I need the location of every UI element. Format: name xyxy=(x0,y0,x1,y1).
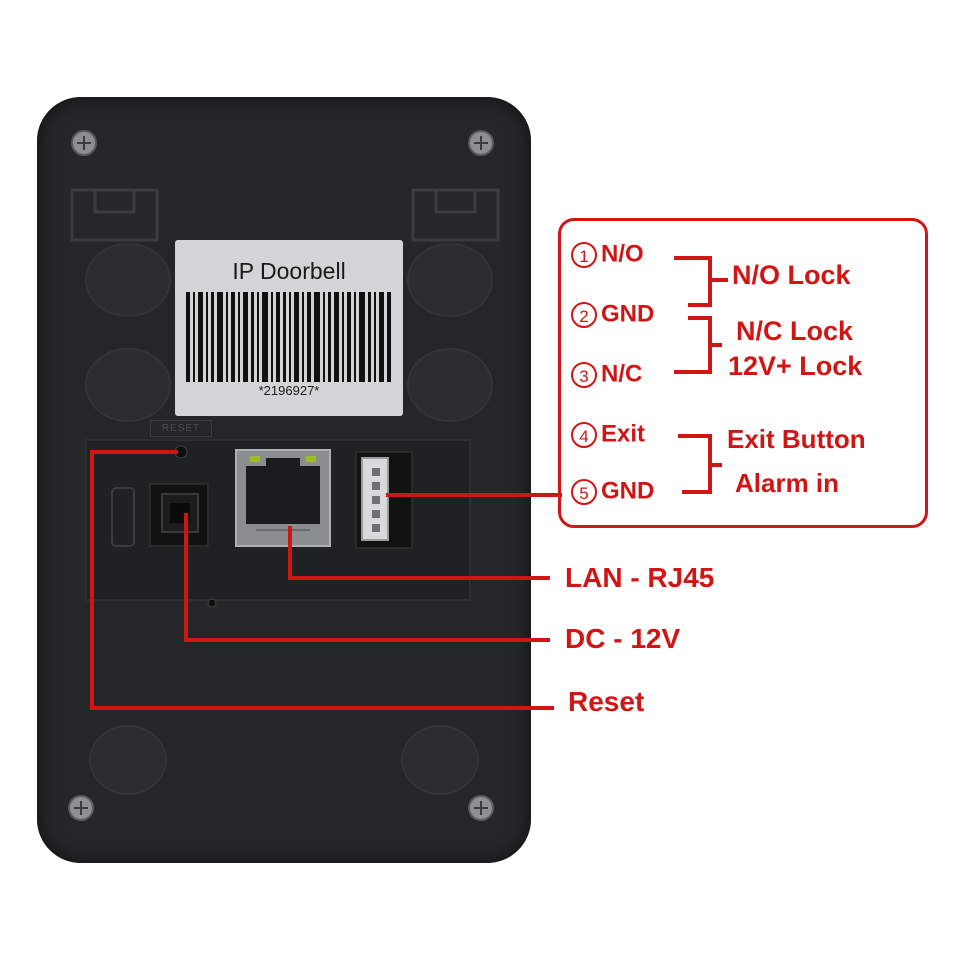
pin-number: 1 xyxy=(571,242,597,268)
callout-dc: DC - 12V xyxy=(565,623,681,654)
pin-name: N/C xyxy=(601,360,643,388)
pin-number: 2 xyxy=(571,302,597,328)
mounting-tab xyxy=(411,188,500,242)
pin-number: 3 xyxy=(571,362,597,388)
terminal-pinout-panel xyxy=(558,218,928,528)
mounting-hole xyxy=(85,243,493,795)
pin-name: Exit xyxy=(601,420,646,448)
label-serial: *2196927* xyxy=(258,383,320,398)
pin-name: N/O xyxy=(601,240,644,268)
pin-number: 5 xyxy=(571,479,597,505)
callout-reset: Reset xyxy=(568,686,645,717)
screw-icon xyxy=(68,795,94,821)
function-exit-button: Exit Button xyxy=(727,424,866,454)
terminal-header xyxy=(355,451,413,549)
label-title: IP Doorbell xyxy=(232,258,346,284)
function-12v-lock: 12V+ Lock xyxy=(728,351,863,381)
screw-icon xyxy=(71,130,97,156)
reset-tag: RESET xyxy=(150,420,212,437)
function-nc-lock: N/C Lock xyxy=(736,316,854,346)
rj45-port xyxy=(235,449,331,547)
reset-hole xyxy=(174,445,188,459)
screw-icon xyxy=(468,130,494,156)
function-no-lock: N/O Lock xyxy=(732,260,851,290)
dc-power-connector xyxy=(149,483,209,547)
pin-name: GND xyxy=(601,477,655,505)
indicator-hole xyxy=(207,598,217,608)
screw-icon xyxy=(468,795,494,821)
callout-lan: LAN - RJ45 xyxy=(565,562,715,593)
function-alarm-in: Alarm in xyxy=(735,468,840,498)
mounting-tab xyxy=(70,188,159,242)
pin-number: 4 xyxy=(571,422,597,448)
pin-name: GND xyxy=(601,300,655,328)
device-label-sticker: IP Doorbell *2196927* xyxy=(175,240,403,416)
